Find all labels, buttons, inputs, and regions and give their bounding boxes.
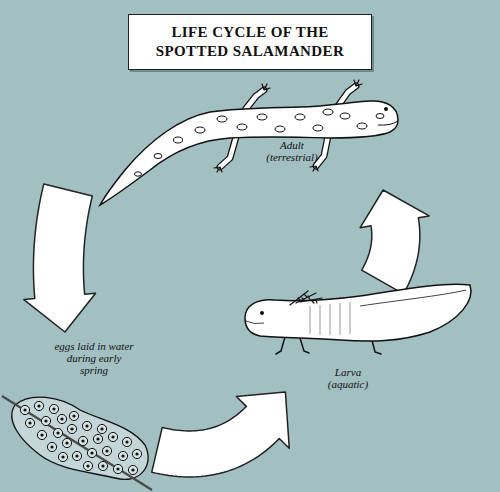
spot [135,172,142,176]
egg [41,416,50,425]
spot [313,125,323,131]
cycle-arrow [24,184,96,332]
egg [72,451,81,460]
stage-label: (terrestrial) [247,151,337,163]
spot [174,137,183,143]
jelly-mass [12,397,148,479]
spot [357,123,367,129]
egg [20,405,29,414]
life-stage-node: Larva(aquatic) [238,282,475,392]
adult-spots [135,109,385,176]
egg [98,461,107,470]
spot [376,114,384,119]
title-box: LIFE CYCLE OF THE SPOTTED SALAMANDER [128,14,372,70]
mouth [378,121,398,125]
spot [257,114,267,120]
stage-label: Larva [313,366,383,378]
spot [275,126,285,132]
adult-salamander [100,80,398,205]
adult-body [100,101,398,205]
egg-mass [2,396,152,490]
egg [87,448,96,457]
stage-label: eggs laid in water during early spring [52,340,136,376]
spot [237,124,247,130]
eye [384,107,388,111]
stage-label: Adult [257,139,327,151]
gills [290,291,322,305]
mouth [246,321,264,324]
egg [25,418,34,427]
spot [340,113,350,119]
larva-body [245,284,471,341]
egg [132,449,141,458]
egg [108,432,117,441]
egg [102,446,111,455]
egg [47,442,56,451]
egg [113,464,122,473]
life-stage-node: Adult(terrestrial) [40,95,400,190]
egg [128,465,137,474]
egg [57,414,66,423]
body-segments [310,302,350,335]
cycle-arrow [360,190,429,294]
egg [78,436,87,445]
stage-label: (aquatic) [308,378,388,390]
egg [122,437,131,446]
cycle-arrow [152,392,290,477]
egg [67,424,76,433]
egg [118,451,127,460]
egg [93,434,102,443]
egg [34,401,43,410]
spot [295,114,305,120]
spot [154,154,162,159]
egg [62,438,71,447]
egg [97,424,106,433]
egg [58,452,67,461]
diagram-title: LIFE CYCLE OF THE SPOTTED SALAMANDER [139,23,361,61]
egg [83,461,92,470]
spot [323,109,333,115]
tail-fin-line [360,290,466,306]
egg [82,421,91,430]
larva [245,284,471,354]
egg [49,404,58,413]
egg [69,411,78,420]
egg [53,428,62,437]
spot [195,127,205,133]
spot [217,116,227,122]
life-stage-node: eggs laid in water during early spring [2,332,157,485]
egg [37,430,46,439]
eye [260,311,264,315]
twig [2,396,152,490]
